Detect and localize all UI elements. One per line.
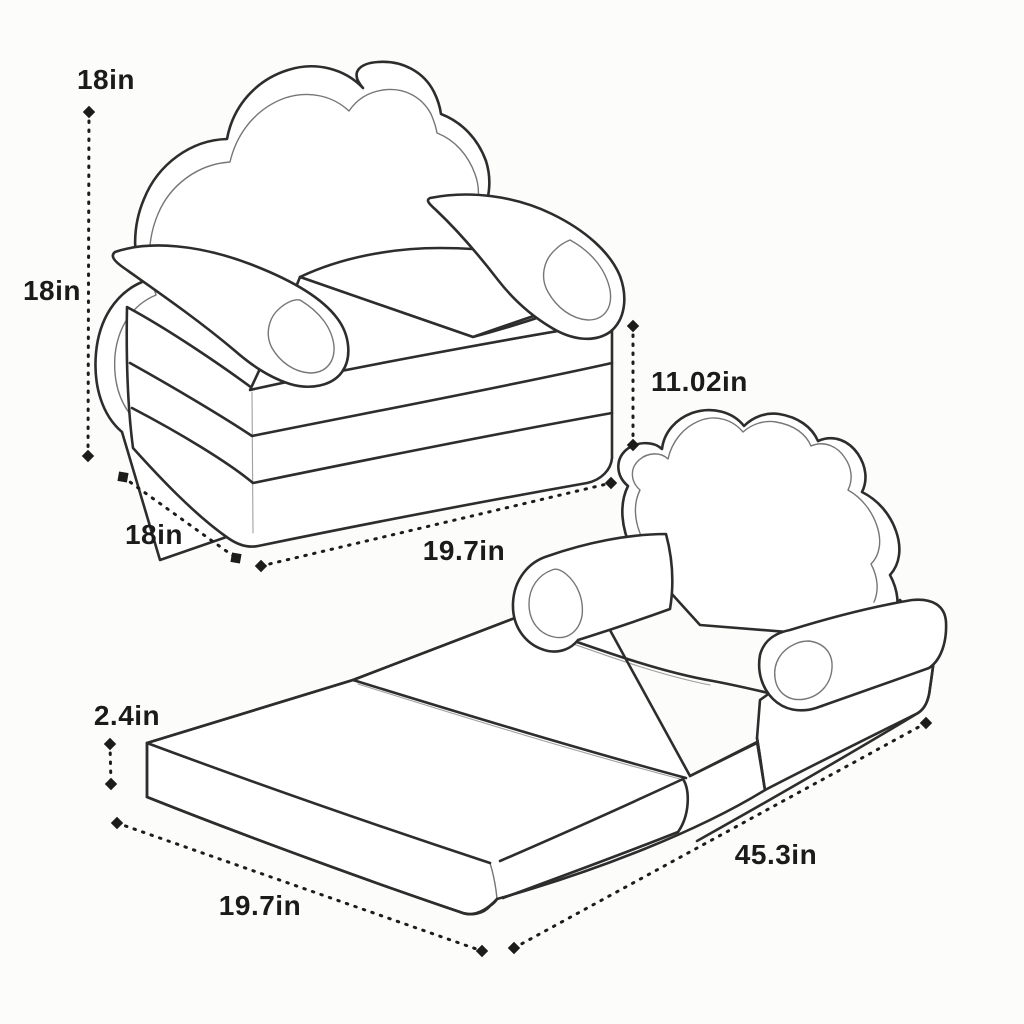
dimension-annotations: 18in 18in 18in 19.7in 11.02in 2.4in 19.7in 45.3… (23, 64, 933, 958)
bed-seg2-bottom-edge (501, 830, 680, 900)
bed-length-marker-start (507, 941, 521, 955)
folded-seat-height-marker-start (626, 319, 640, 333)
folded-height-side-label: 18in (23, 275, 81, 306)
folded-height-dotted-line (86, 110, 91, 458)
folded-depth-marker-start (117, 471, 129, 483)
bed-seg2-top-edge (498, 777, 685, 863)
bed-base-left-edge (755, 736, 767, 792)
bed-seam-a (351, 678, 688, 780)
folded-width-label: 19.7in (423, 535, 505, 566)
bed-thickness-marker-end (104, 777, 118, 791)
folded-height-marker-start (82, 105, 96, 119)
folded-stack-seam-2 (130, 406, 614, 485)
bed-length-marker-end (919, 716, 933, 730)
bed-thickness-label: 2.4in (94, 700, 160, 731)
folded-stack-corner (251, 391, 254, 534)
folded-seat-height-label: 11.02in (651, 366, 748, 397)
bed-base-bottom-edge (695, 636, 938, 843)
bed-right-arm-cap-piping (774, 640, 833, 701)
bed-hinge-1 (489, 862, 498, 900)
bed-seg1-top-edge (145, 741, 492, 865)
bed-width-marker-start (110, 816, 124, 830)
folded-left-arm (111, 244, 350, 388)
bed-seg1-bottom-edge (145, 795, 499, 916)
bed-width-marker-end (475, 944, 489, 958)
folded-chair-illustration (94, 60, 626, 562)
folded-right-arm (426, 193, 626, 341)
folded-depth-marker-end (230, 552, 242, 564)
folded-left-arm-cap-piping (267, 299, 335, 374)
folded-depth-dotted-line (121, 475, 238, 560)
bed-cloud-piping (631, 417, 881, 603)
folded-right-arm-cap-piping (542, 239, 612, 321)
folded-depth-label: 18in (125, 519, 183, 550)
bed-length-dotted-line (512, 721, 928, 950)
folded-width-dotted-line (259, 481, 613, 568)
bed-left-arm-cap-piping (528, 568, 584, 639)
bed-left-arm (511, 532, 674, 653)
folded-seat-height-marker-end (626, 438, 640, 452)
folded-height-marker-end (81, 449, 95, 463)
folded-stack-seam-1 (128, 361, 614, 438)
folded-width-marker-end (604, 476, 618, 490)
bed-mattress-body (145, 588, 767, 916)
bed-thickness-dotted-line (108, 742, 113, 786)
unfolded-bed-illustration (145, 408, 948, 916)
bed-length-label: 45.3in (735, 839, 817, 870)
bed-seg2-end (676, 777, 689, 834)
bed-thickness-marker-start (103, 737, 117, 751)
bed-cloud-backrest (617, 408, 901, 640)
folded-height-label: 18in (77, 64, 135, 95)
bed-seam-a-double (357, 683, 681, 780)
folded-width-marker-start (254, 559, 268, 573)
bed-seg3-top-edge (688, 741, 759, 778)
bed-width-label: 19.7in (219, 890, 301, 921)
bed-width-dotted-line (115, 821, 484, 953)
bed-right-arm (757, 598, 948, 712)
